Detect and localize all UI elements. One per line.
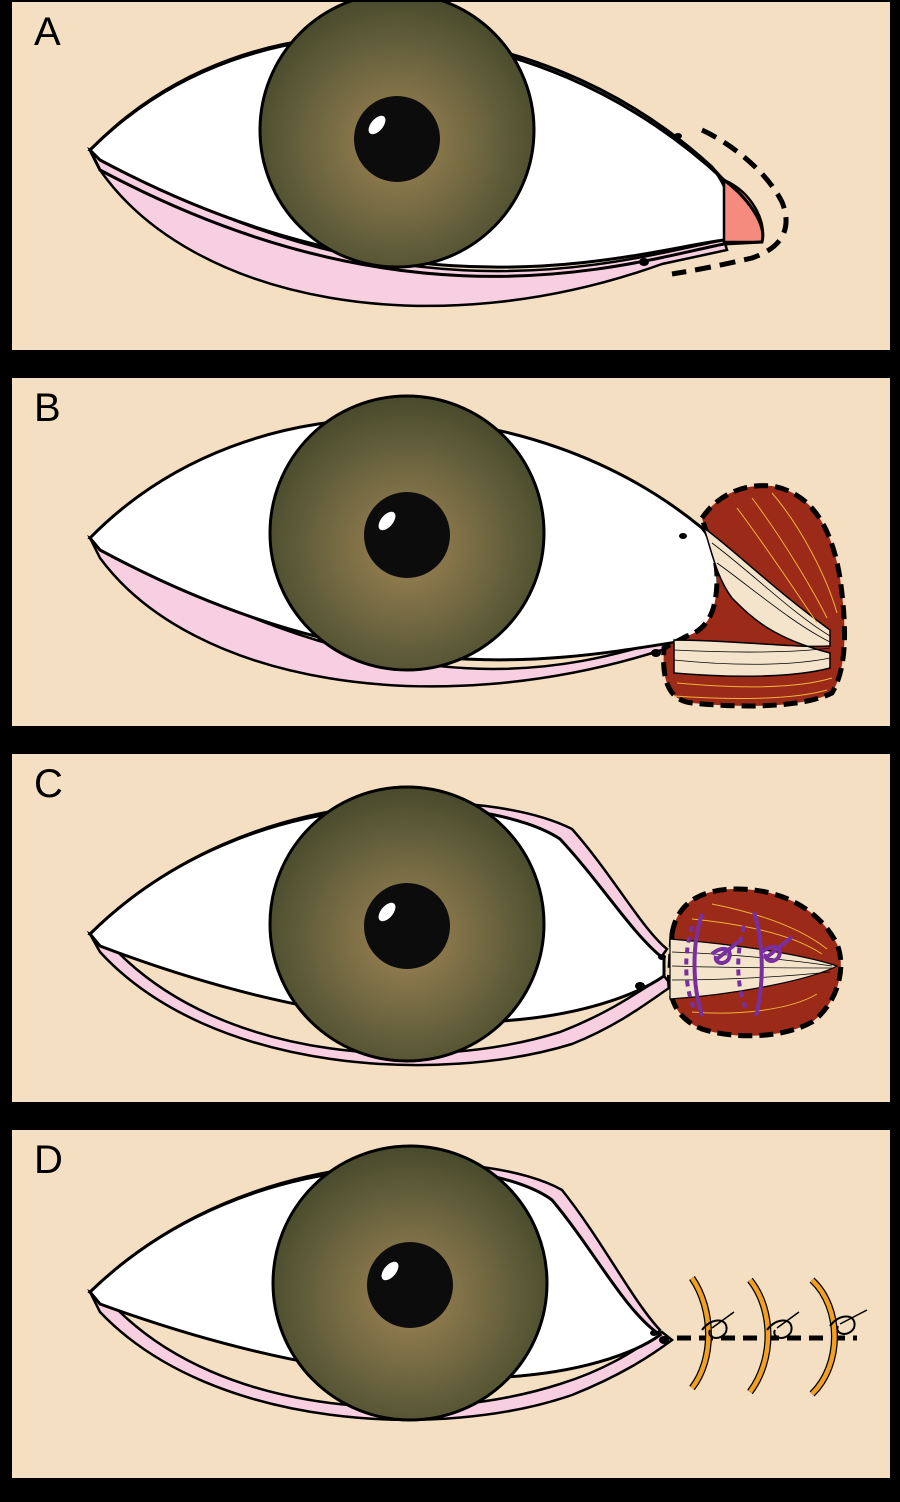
eye-illustration (87, 1144, 868, 1422)
upper-punctum (650, 1330, 658, 1336)
pupil (364, 492, 450, 578)
eye-illustration (86, 785, 844, 1067)
lower-punctum (651, 649, 661, 657)
caruncle (722, 178, 765, 244)
suture-purple-2 (736, 911, 794, 1017)
pupil-highlight (368, 115, 386, 135)
pupil (354, 96, 440, 182)
panel-a: A (10, 0, 892, 352)
upper-punctum (658, 954, 666, 960)
panel-d: D (10, 1128, 892, 1480)
muscle-fibers (691, 903, 828, 1014)
suture-orange-2 (747, 1277, 800, 1395)
panel-label: C (34, 762, 63, 806)
panel-label: B (34, 386, 61, 430)
lower-punctum (639, 258, 649, 266)
suture-orange-1 (689, 1276, 735, 1391)
incision-dashed-line (671, 127, 789, 277)
tendon (673, 526, 831, 678)
panel-label: D (34, 1138, 63, 1182)
lower-punctum (659, 1336, 669, 1344)
upper-punctum (674, 133, 682, 139)
eye-illustration (87, 2, 789, 308)
upper-punctum (679, 533, 687, 539)
pupil (364, 883, 450, 969)
eye-illustration (87, 394, 847, 709)
muscle-fibers (673, 492, 838, 699)
pupil (367, 1242, 453, 1328)
pupil-highlight (378, 902, 396, 922)
pupil-highlight (381, 1261, 399, 1281)
suture-purple-1 (684, 913, 744, 1017)
suture-orange-3 (809, 1277, 868, 1397)
panel-c: C (10, 752, 892, 1104)
panel-label: A (34, 10, 61, 54)
tendon-fibers (673, 542, 831, 665)
panel-b: B (10, 376, 892, 728)
pupil-highlight (378, 511, 396, 531)
lower-eyelid-margin (87, 1288, 675, 1421)
lower-punctum (635, 982, 645, 990)
